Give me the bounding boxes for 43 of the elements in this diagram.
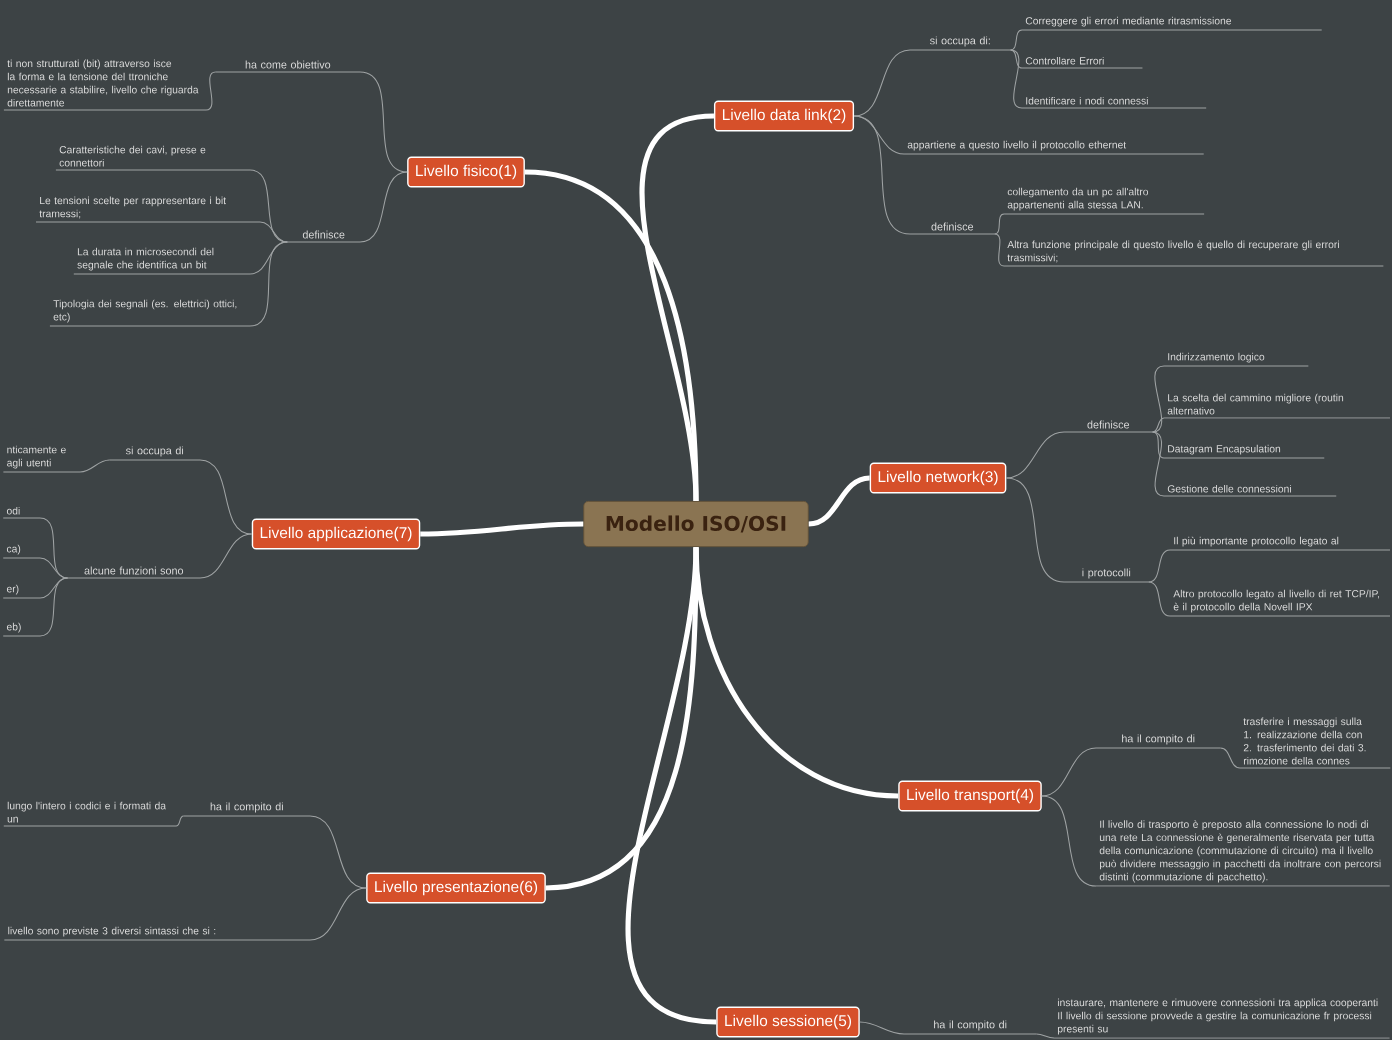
connector xyxy=(1152,365,1165,433)
connector xyxy=(1041,747,1097,797)
connector xyxy=(39,517,69,579)
connector xyxy=(994,213,1005,235)
connector xyxy=(39,577,69,599)
connector xyxy=(994,233,1005,267)
connector xyxy=(853,115,911,235)
connector xyxy=(1005,477,1065,583)
connector xyxy=(1010,49,1023,109)
connector xyxy=(259,221,288,243)
connector xyxy=(39,577,69,637)
connector xyxy=(808,475,870,527)
connector xyxy=(249,241,288,327)
connector xyxy=(859,1021,905,1035)
connector xyxy=(1035,1033,1055,1039)
connector xyxy=(199,459,253,535)
connector xyxy=(1152,431,1165,459)
connector xyxy=(175,815,185,827)
connector xyxy=(359,171,408,243)
central-topic-box: Modello ISO/OSI xyxy=(583,500,809,548)
connector xyxy=(639,113,715,502)
connector xyxy=(1152,431,1165,497)
connector xyxy=(1152,417,1165,433)
connector xyxy=(1010,29,1023,51)
connector xyxy=(249,169,288,243)
connector xyxy=(249,241,288,275)
connector xyxy=(205,71,217,111)
connector xyxy=(545,547,699,891)
connector xyxy=(524,169,699,501)
connector xyxy=(853,49,911,117)
connector xyxy=(79,459,110,473)
connector xyxy=(1148,581,1171,617)
connector xyxy=(309,815,367,889)
connector xyxy=(1219,747,1241,769)
connector xyxy=(199,533,253,579)
connector xyxy=(309,887,367,941)
connector xyxy=(1148,549,1171,583)
connector xyxy=(39,557,69,579)
connector xyxy=(420,521,584,537)
connector xyxy=(1005,431,1065,479)
connector xyxy=(1041,795,1097,887)
connector xyxy=(1010,49,1023,69)
connector xyxy=(359,71,408,173)
